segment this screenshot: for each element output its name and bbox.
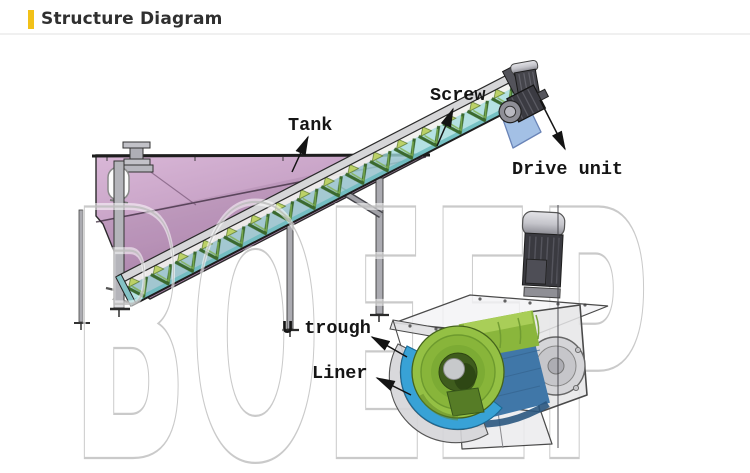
annotations: Tank Screw Drive unit U trough Liner — [282, 85, 623, 396]
screw-coil-ring — [411, 325, 505, 421]
u-trough-detail-view — [388, 205, 609, 450]
label-tank: Tank — [288, 115, 332, 136]
u-trough-arrow — [370, 336, 408, 358]
label-drive-unit: Drive unit — [512, 159, 623, 180]
page-title: Structure Diagram — [41, 9, 223, 29]
coil-end-notch — [446, 387, 485, 417]
support-leg-left — [110, 160, 130, 317]
conveyor-bottom-edge — [131, 102, 525, 307]
coil-shadow-arc — [418, 393, 459, 421]
plate-bolts — [408, 297, 587, 335]
drive-unit — [498, 59, 550, 124]
liner-arrow — [375, 377, 412, 396]
drive-gearbox — [498, 84, 550, 124]
page-header: Structure Diagram — [28, 9, 223, 29]
label-liner: Liner — [312, 363, 368, 384]
motor-junction-box — [524, 258, 548, 285]
conveyor-lower-endcap — [114, 273, 137, 307]
label-u-trough: U trough — [282, 318, 371, 339]
screw-arrow — [436, 107, 454, 147]
coil-segments — [497, 314, 540, 349]
screw-spiral — [121, 80, 523, 304]
tank-fold-line — [147, 169, 197, 206]
header-accent-bar — [28, 9, 34, 29]
header-divider — [0, 33, 750, 35]
support-leg-rear — [74, 209, 90, 330]
screw-conveyor — [114, 66, 531, 307]
motor-base — [523, 286, 561, 299]
label-screw: Screw — [430, 85, 486, 106]
drive-unit-arrow — [539, 99, 566, 151]
tank-arrow — [291, 135, 309, 173]
